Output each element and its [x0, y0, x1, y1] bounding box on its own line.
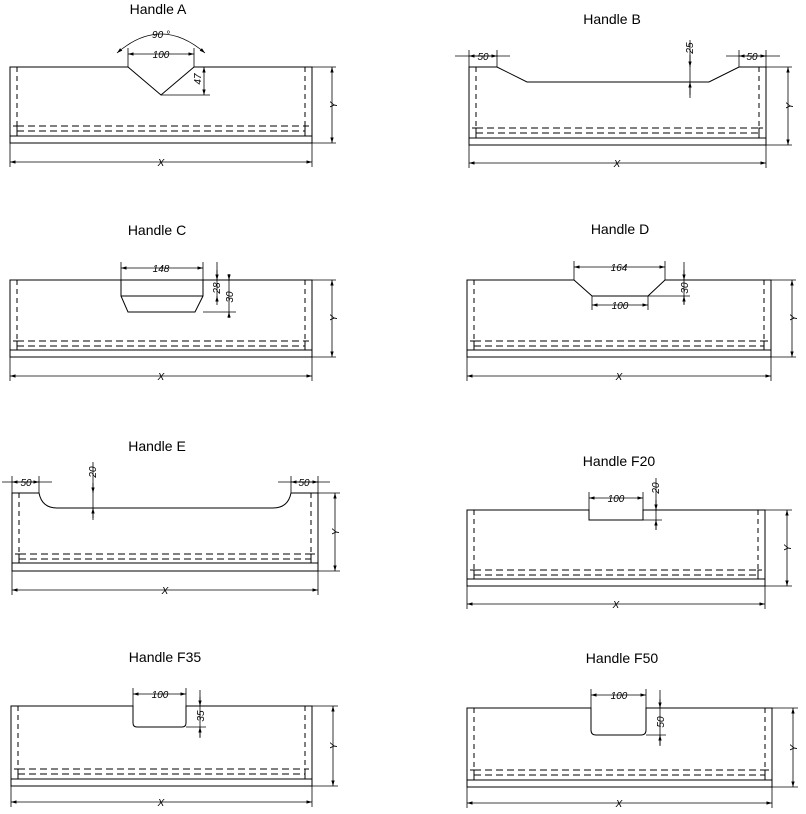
groove-marks [13, 125, 309, 136]
width-x-label: X [157, 372, 165, 383]
width-label: 100 [153, 50, 170, 61]
left-label: 50 [477, 52, 489, 63]
groove-marks [14, 768, 309, 779]
depth-label: 47 [193, 73, 204, 85]
groove-marks [470, 340, 768, 350]
right-label: 50 [746, 52, 758, 63]
width-label: 148 [153, 264, 170, 275]
width-x-label: X [615, 799, 623, 810]
depth-label: 20 [651, 482, 662, 495]
panel-title: Handle A [130, 1, 187, 17]
height-label: Y [785, 101, 796, 109]
panel-title: Handle F50 [586, 650, 659, 666]
panel-handle-d: Handle D 164 100 30 Y X [466, 221, 800, 383]
right-label: 50 [298, 478, 310, 489]
width-label: 100 [611, 691, 628, 702]
depth-label: 25 [685, 42, 696, 55]
depth-label: 35 [196, 710, 207, 722]
width-x-label: X [615, 372, 623, 383]
drawer-outline [466, 707, 773, 788]
depth-label: 30 [680, 282, 691, 294]
height-label: Y [789, 313, 800, 321]
height-label: Y [331, 527, 342, 535]
drawer-outline [466, 279, 772, 358]
width-x-label: X [157, 158, 165, 169]
depth-label: 50 [656, 716, 667, 728]
groove-marks [470, 769, 769, 780]
width-label: 100 [608, 494, 625, 505]
panel-title: Handle F20 [583, 453, 656, 469]
width-label: 100 [152, 690, 169, 701]
groove-marks [13, 340, 309, 350]
width-x-label: X [613, 159, 621, 170]
drawer-outline [9, 66, 313, 144]
groove-marks [15, 553, 315, 563]
panel-handle-a: Handle A 90 ° 100 47 Y X [9, 1, 340, 169]
panel-title: Handle E [128, 438, 186, 454]
drawer-outline [11, 492, 319, 572]
height-label: Y [783, 543, 794, 551]
bottom-width-label: 100 [612, 301, 629, 312]
outer-depth-label: 30 [225, 291, 236, 303]
panel-title: Handle B [583, 11, 641, 27]
panel-title: Handle D [591, 221, 649, 237]
depth-label: 20 [88, 466, 99, 479]
panel-handle-f20: Handle F20 100 20 Y X [466, 453, 794, 611]
angle-dimension-arc [116, 33, 206, 54]
panel-title: Handle C [128, 222, 186, 238]
panel-handle-c: Handle C 148 28 30 Y X [9, 222, 340, 383]
height-label: Y [329, 100, 340, 108]
groove-marks [472, 127, 763, 138]
panel-handle-e: Handle E 50 20 50 Y X [2, 438, 342, 597]
groove-marks [470, 569, 762, 579]
width-x-label: X [161, 586, 169, 597]
drawer-outline [9, 279, 313, 358]
width-x-label: X [157, 798, 165, 809]
handle-cutout [120, 280, 204, 313]
angle-label: 90 ° [152, 30, 170, 41]
panel-handle-f35: Handle F35 100 35 Y X [10, 649, 340, 809]
panel-handle-f50: Handle F50 100 50 Y X [466, 650, 800, 810]
height-label: Y [329, 313, 340, 321]
panel-title: Handle F35 [129, 649, 202, 665]
inner-depth-label: 28 [212, 282, 223, 295]
left-label: 50 [20, 478, 32, 489]
drawer-outline [10, 705, 313, 787]
top-width-label: 164 [611, 263, 628, 274]
height-label: Y [789, 743, 800, 751]
width-x-label: X [612, 600, 620, 611]
height-label: Y [329, 741, 340, 749]
panel-handle-b: Handle B 50 25 50 Y X [455, 11, 796, 170]
